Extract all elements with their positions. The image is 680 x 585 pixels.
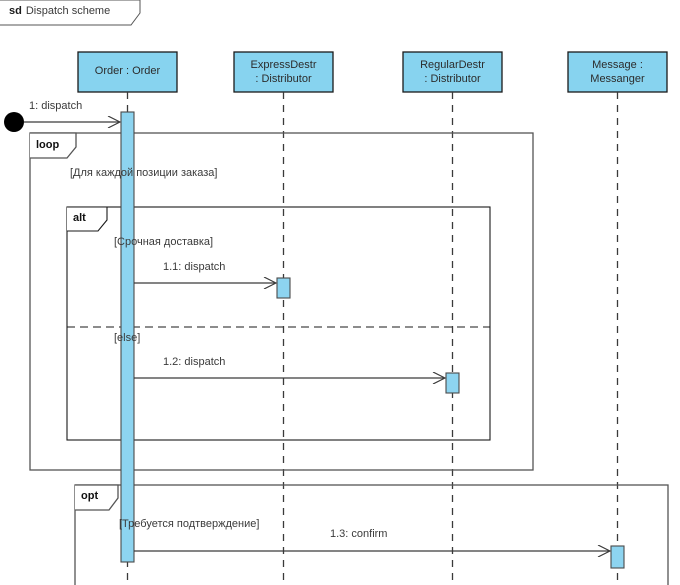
- frame-title-label: Dispatch scheme: [25, 5, 111, 17]
- fragment-guard-alt: [Срочная доставка]: [114, 236, 214, 248]
- fragment-loop[interactable]: [29, 132, 534, 471]
- frame-kind-label: sd: [9, 5, 22, 17]
- lifeline-label-messenger-line2: Messanger: [590, 73, 645, 85]
- activation-bar-messenger: [610, 545, 625, 569]
- activation-bar-regular: [445, 372, 460, 394]
- lifeline-label-express-line1: ExpressDestr: [250, 59, 317, 71]
- lifeline-label-regular-line1: RegularDestr: [420, 59, 485, 71]
- lifeline-label-order-line1: Order : Order: [94, 65, 161, 77]
- lifeline-head-regular[interactable]: [402, 51, 503, 93]
- lifeline-label-regular: RegularDestr : Distributor: [403, 58, 502, 86]
- fragment-guard-alt-else: [else]: [114, 332, 141, 344]
- fragment-opt[interactable]: [74, 484, 669, 585]
- fragment-tag-alt: alt: [73, 212, 86, 224]
- fragment-guard-opt: [Требуется подтверждение]: [119, 518, 260, 530]
- message-label-1-2-dispatch: 1.2: dispatch: [163, 356, 226, 368]
- lifeline-label-regular-line2: : Distributor: [424, 73, 481, 85]
- message-label-1-1-dispatch: 1.1: dispatch: [163, 261, 226, 273]
- frame-label-tab: [0, 0, 141, 26]
- fragment-tag-opt: opt: [81, 490, 99, 502]
- fragment-alt[interactable]: [66, 206, 491, 441]
- lifeline-label-messenger: Message : Messanger: [568, 58, 667, 86]
- lifeline-label-express: ExpressDestr : Distributor: [234, 58, 333, 86]
- activation-bar-express: [276, 277, 291, 299]
- lifeline-head-order[interactable]: [77, 51, 178, 93]
- lifeline-head-messenger[interactable]: [567, 51, 668, 93]
- message-label-1-dispatch: 1: dispatch: [29, 100, 83, 112]
- fragment-guard-loop: [Для каждой позиции заказа]: [70, 167, 218, 179]
- activation-bar-order: [120, 111, 135, 563]
- message-label-1-3-confirm: 1.3: confirm: [330, 528, 388, 540]
- found-message-start-icon: [4, 112, 24, 132]
- lifeline-label-messenger-line1: Message :: [592, 59, 643, 71]
- lifeline-label-order: Order : Order: [78, 64, 177, 78]
- lifeline-head-express[interactable]: [233, 51, 334, 93]
- fragment-tag-loop: loop: [36, 139, 60, 151]
- lifeline-label-express-line2: : Distributor: [255, 73, 312, 85]
